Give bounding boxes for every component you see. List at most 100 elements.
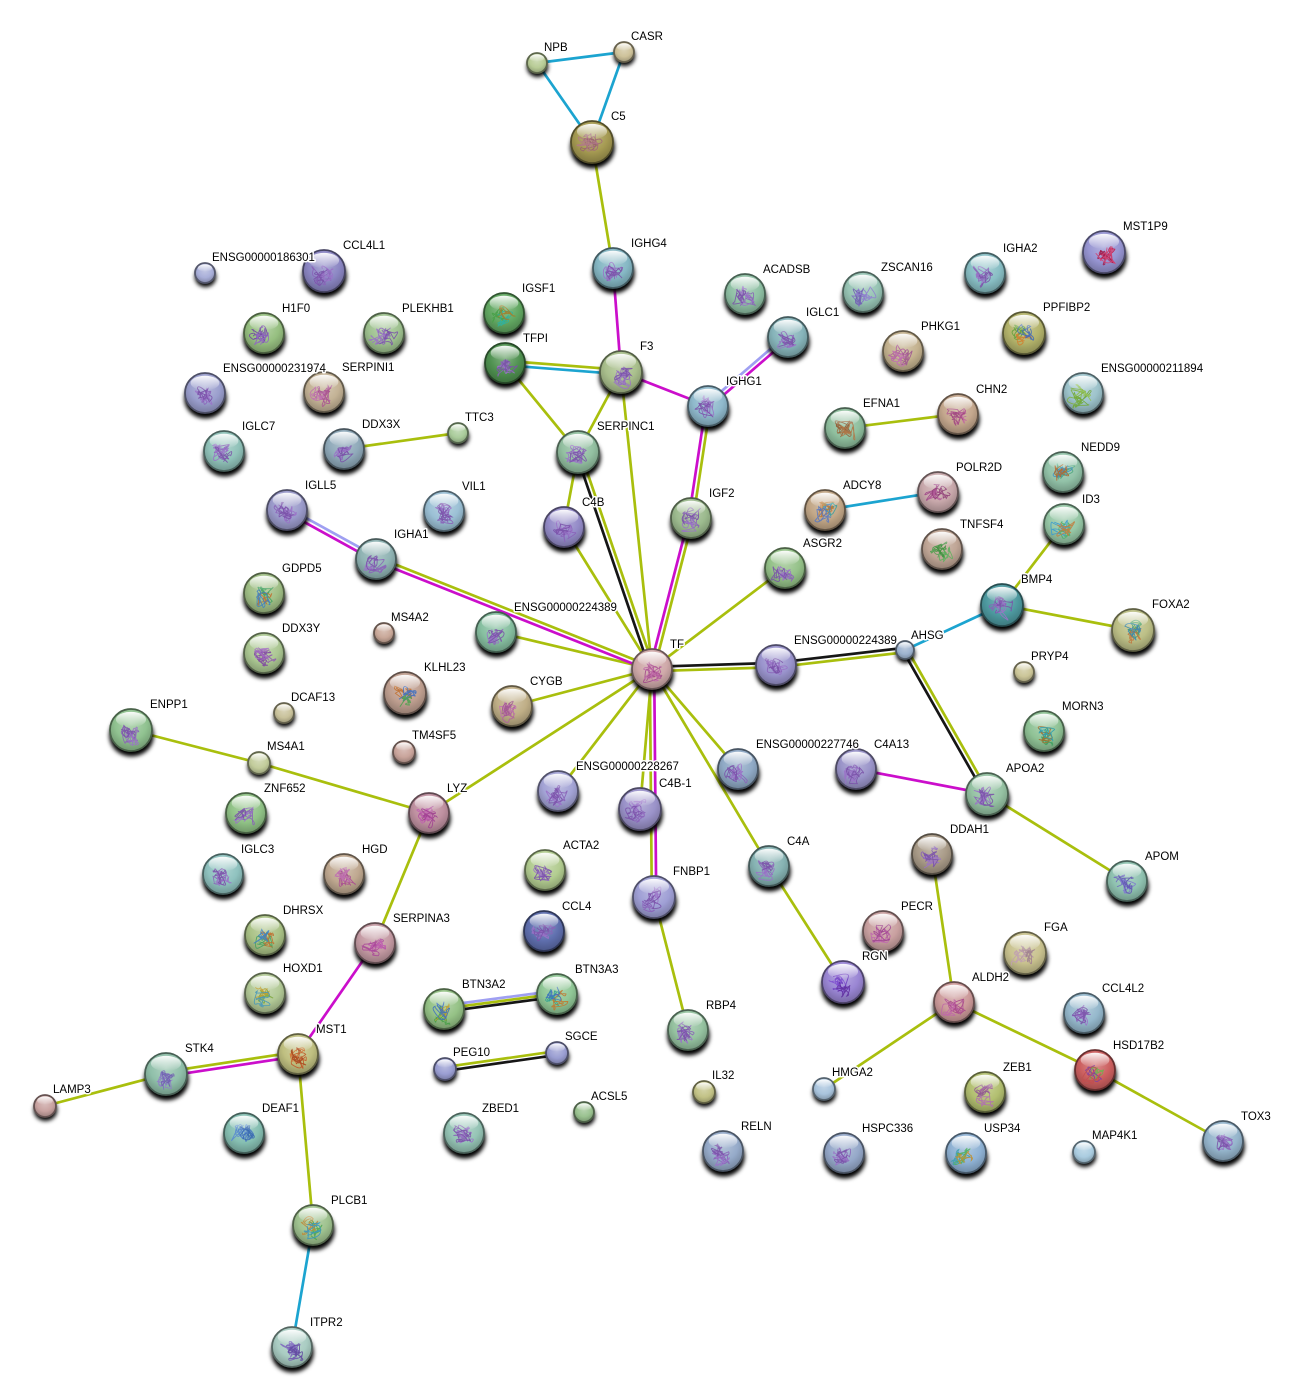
svg-text:CHN2: CHN2 — [976, 384, 1007, 396]
svg-text:IGHG4: IGHG4 — [631, 238, 667, 250]
svg-text:SGCE: SGCE — [565, 1031, 598, 1043]
svg-text:IGHA2: IGHA2 — [1003, 243, 1038, 255]
svg-text:NEDD9: NEDD9 — [1081, 442, 1120, 454]
svg-text:MST1P9: MST1P9 — [1123, 221, 1168, 233]
svg-text:MS4A2: MS4A2 — [391, 612, 429, 624]
svg-text:MAP4K1: MAP4K1 — [1092, 1130, 1137, 1142]
svg-text:C4B-1: C4B-1 — [659, 778, 692, 790]
svg-text:ENSG00000228267: ENSG00000228267 — [576, 761, 679, 773]
svg-text:HSD17B2: HSD17B2 — [1113, 1040, 1164, 1052]
svg-text:ZBED1: ZBED1 — [482, 1103, 519, 1115]
svg-text:EFNA1: EFNA1 — [863, 398, 900, 410]
svg-text:DDAH1: DDAH1 — [950, 824, 989, 836]
svg-text:RGN: RGN — [862, 951, 888, 963]
svg-text:TM4SF5: TM4SF5 — [412, 730, 456, 742]
svg-text:TOX3: TOX3 — [1241, 1111, 1271, 1123]
svg-text:CCL4L2: CCL4L2 — [1102, 983, 1144, 995]
svg-text:CASR: CASR — [631, 31, 663, 43]
svg-text:GDPD5: GDPD5 — [282, 563, 322, 575]
svg-text:CCL4L1: CCL4L1 — [343, 240, 385, 252]
svg-text:ZSCAN16: ZSCAN16 — [881, 262, 933, 274]
svg-text:RELN: RELN — [741, 1121, 772, 1133]
svg-text:AHSG: AHSG — [911, 630, 944, 642]
svg-text:PECR: PECR — [901, 901, 933, 913]
svg-text:TF: TF — [670, 639, 684, 651]
svg-text:FOXA2: FOXA2 — [1152, 599, 1190, 611]
svg-text:ENSG00000211894: ENSG00000211894 — [1101, 363, 1204, 375]
svg-text:C4A13: C4A13 — [874, 739, 909, 751]
svg-text:HSPC336: HSPC336 — [862, 1123, 913, 1135]
svg-text:ENSG00000186301: ENSG00000186301 — [212, 252, 315, 264]
svg-text:IGLC7: IGLC7 — [242, 421, 275, 433]
svg-text:PEG10: PEG10 — [453, 1047, 490, 1059]
svg-text:BTN3A2: BTN3A2 — [462, 979, 505, 991]
svg-text:PHKG1: PHKG1 — [921, 321, 960, 333]
svg-text:STK4: STK4 — [185, 1043, 214, 1055]
svg-text:MS4A1: MS4A1 — [267, 741, 305, 753]
svg-text:ENSG00000227746: ENSG00000227746 — [756, 739, 859, 751]
svg-text:RBP4: RBP4 — [706, 1000, 737, 1012]
svg-text:LAMP3: LAMP3 — [53, 1084, 91, 1096]
svg-text:SERPINA3: SERPINA3 — [393, 913, 450, 925]
svg-text:HOXD1: HOXD1 — [283, 963, 323, 975]
svg-text:VIL1: VIL1 — [462, 481, 486, 493]
svg-text:IGHA1: IGHA1 — [394, 529, 429, 541]
svg-text:USP34: USP34 — [984, 1123, 1021, 1135]
svg-text:MORN3: MORN3 — [1062, 701, 1104, 713]
svg-text:TTC3: TTC3 — [465, 412, 494, 424]
svg-text:PRYP4: PRYP4 — [1031, 651, 1069, 663]
svg-text:ACSL5: ACSL5 — [591, 1091, 627, 1103]
svg-text:IGHG1: IGHG1 — [726, 376, 762, 388]
svg-text:C4A: C4A — [787, 836, 810, 848]
svg-text:IGLL5: IGLL5 — [305, 480, 336, 492]
svg-text:PLEKHB1: PLEKHB1 — [402, 303, 454, 315]
svg-text:BTN3A3: BTN3A3 — [575, 964, 618, 976]
svg-text:ENSG00000224389: ENSG00000224389 — [794, 635, 897, 647]
svg-text:MST1: MST1 — [316, 1024, 347, 1036]
svg-text:DDX3X: DDX3X — [362, 419, 401, 431]
svg-text:ASGR2: ASGR2 — [803, 538, 842, 550]
svg-text:FNBP1: FNBP1 — [673, 866, 710, 878]
svg-text:TNFSF4: TNFSF4 — [960, 519, 1004, 531]
svg-text:FGA: FGA — [1044, 922, 1068, 934]
svg-text:PPFIBP2: PPFIBP2 — [1043, 302, 1090, 314]
svg-text:H1F0: H1F0 — [282, 303, 310, 315]
svg-text:KLHL23: KLHL23 — [424, 662, 466, 674]
svg-text:F3: F3 — [640, 341, 653, 353]
svg-text:PLCB1: PLCB1 — [331, 1195, 367, 1207]
svg-text:ITPR2: ITPR2 — [310, 1317, 343, 1329]
svg-text:ENSG00000224389: ENSG00000224389 — [514, 602, 617, 614]
svg-text:ACADSB: ACADSB — [763, 264, 811, 276]
svg-text:HGD: HGD — [362, 844, 388, 856]
svg-text:C5: C5 — [611, 111, 626, 123]
svg-text:SERPINC1: SERPINC1 — [597, 421, 655, 433]
svg-text:IGF2: IGF2 — [709, 488, 735, 500]
svg-text:IGSF1: IGSF1 — [522, 283, 555, 295]
svg-text:DHRSX: DHRSX — [283, 905, 324, 917]
svg-text:ENPP1: ENPP1 — [150, 699, 188, 711]
svg-text:IGLC3: IGLC3 — [241, 844, 274, 856]
svg-text:ACTA2: ACTA2 — [563, 840, 599, 852]
svg-text:ID3: ID3 — [1082, 494, 1100, 506]
svg-text:APOM: APOM — [1145, 851, 1179, 863]
svg-text:DCAF13: DCAF13 — [291, 692, 335, 704]
svg-text:ADCY8: ADCY8 — [843, 480, 881, 492]
svg-text:CCL4: CCL4 — [562, 901, 592, 913]
svg-text:IGLC1: IGLC1 — [806, 307, 839, 319]
svg-text:ALDH2: ALDH2 — [972, 972, 1009, 984]
svg-text:DDX3Y: DDX3Y — [282, 623, 321, 635]
svg-text:POLR2D: POLR2D — [956, 462, 1002, 474]
svg-text:C4B: C4B — [582, 497, 605, 509]
svg-text:IL32: IL32 — [712, 1070, 734, 1082]
svg-text:ZNF652: ZNF652 — [264, 783, 306, 795]
svg-text:SERPINI1: SERPINI1 — [342, 362, 394, 374]
svg-text:CYGB: CYGB — [530, 676, 563, 688]
svg-text:HMGA2: HMGA2 — [832, 1067, 873, 1079]
svg-text:ZEB1: ZEB1 — [1003, 1062, 1032, 1074]
svg-text:APOA2: APOA2 — [1006, 763, 1044, 775]
svg-text:NPB: NPB — [544, 42, 568, 54]
svg-text:TFPI: TFPI — [523, 333, 548, 345]
svg-text:LYZ: LYZ — [447, 783, 467, 795]
svg-text:DEAF1: DEAF1 — [262, 1103, 299, 1115]
svg-text:ENSG00000231974: ENSG00000231974 — [223, 363, 327, 375]
